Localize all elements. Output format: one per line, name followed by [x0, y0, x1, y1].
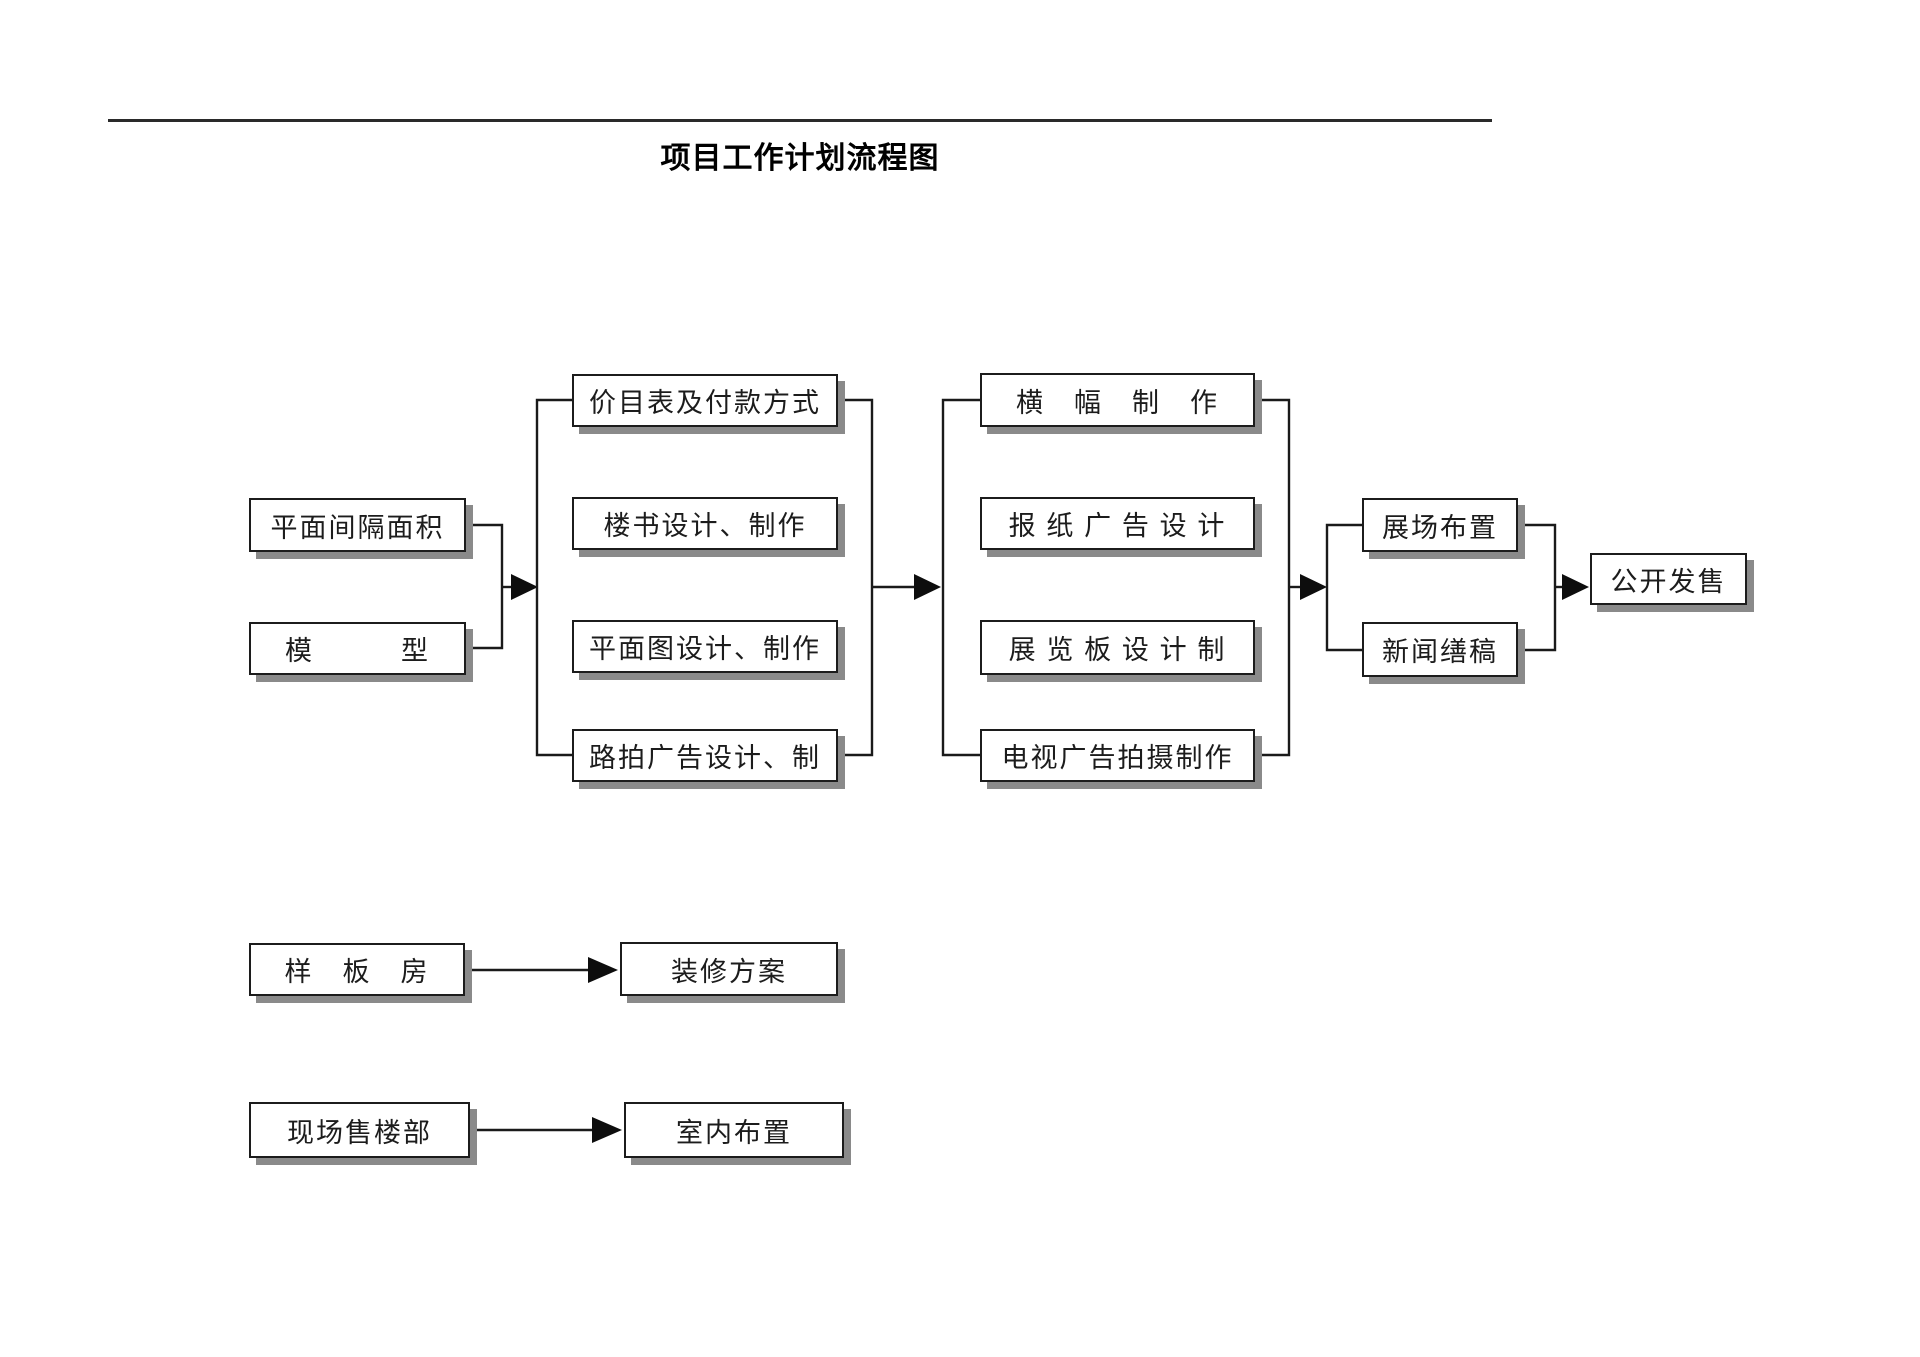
node-interior-layout: 室内布置: [624, 1102, 844, 1158]
node-tv-ad-production: 电视广告拍摄制作: [980, 729, 1255, 782]
node-plane-partition-area: 平面间隔面积: [249, 498, 466, 552]
node-press-release: 新闻缮稿: [1362, 622, 1518, 677]
bracket-stage3: [941, 398, 1327, 757]
node-newspaper-ad-design: 报 纸 广 告 设 计: [980, 497, 1255, 550]
arrow-stage2-to-stage3-icon: [914, 574, 941, 600]
node-floor-plan-design: 平面图设计、制作: [572, 620, 838, 673]
arrow-sample-room-icon: [588, 957, 618, 983]
arrow-stage1-to-stage2-icon: [511, 574, 538, 600]
node-public-sale: 公开发售: [1590, 553, 1747, 605]
arrow-sales-office-icon: [592, 1117, 622, 1143]
node-price-list-payment: 价目表及付款方式: [572, 374, 838, 427]
node-sample-room: 样 板 房: [249, 943, 465, 996]
header-rule: [108, 119, 1492, 122]
node-venue-setup: 展场布置: [1362, 498, 1518, 552]
edge-sample-room-to-decoration: [465, 957, 618, 983]
bracket-stage1-outputs: [466, 523, 538, 650]
node-banner-production: 横 幅 制 作: [980, 373, 1255, 427]
arrow-stage4-to-sale-icon: [1562, 574, 1589, 600]
arrow-stage3-to-stage4-icon: [1300, 574, 1327, 600]
bracket-stage2: [535, 398, 941, 757]
node-display-board-design: 展 览 板 设 计 制: [980, 620, 1255, 675]
node-brochure-design: 楼书设计、制作: [572, 497, 838, 550]
node-onsite-sales-office: 现场售楼部: [249, 1102, 470, 1158]
edge-sales-office-to-interior: [470, 1117, 622, 1143]
node-model: 模 型: [249, 622, 466, 675]
node-decoration-plan: 装修方案: [620, 942, 838, 996]
bracket-stage4: [1325, 523, 1589, 652]
diagram-title: 项目工作计划流程图: [660, 142, 940, 175]
node-road-ad-design: 路拍广告设计、制: [572, 729, 838, 782]
